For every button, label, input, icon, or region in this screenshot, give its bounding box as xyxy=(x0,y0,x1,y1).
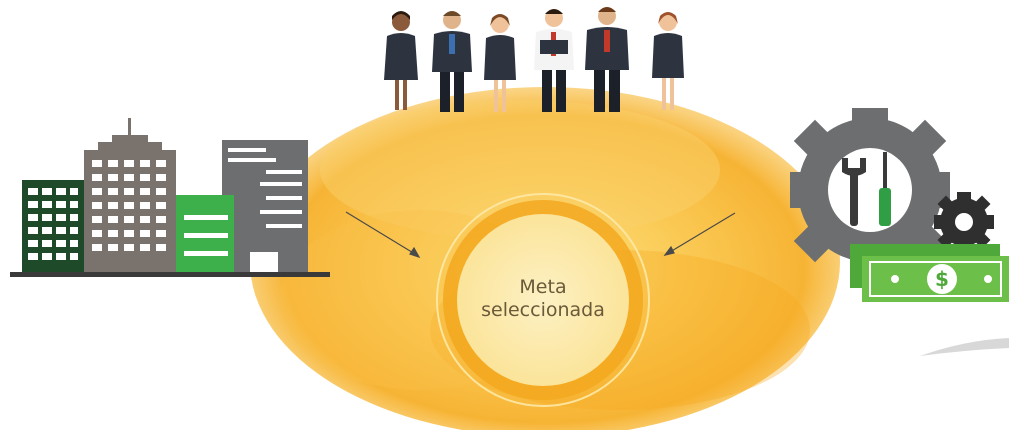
money-icon: $ xyxy=(850,244,1009,302)
center-label: Meta seleccionada xyxy=(440,276,646,322)
person-3 xyxy=(484,14,516,112)
wrench-icon xyxy=(842,158,866,226)
arrow-right xyxy=(663,212,736,256)
person-1 xyxy=(384,11,418,110)
center-label-line-2: seleccionada xyxy=(481,299,605,321)
arrow-left xyxy=(345,211,421,259)
person-2 xyxy=(432,11,472,112)
center-target xyxy=(436,193,650,407)
dollar-sign-icon: $ xyxy=(935,267,949,291)
business-people-icon xyxy=(384,7,684,112)
person-6 xyxy=(652,12,684,110)
buildings-icon xyxy=(10,118,330,277)
center-label-line-1: Meta xyxy=(519,276,567,298)
person-4 xyxy=(534,9,574,112)
gear-tools-money-icon: $ xyxy=(790,108,1009,302)
shadow-swoosh xyxy=(920,338,1009,356)
person-5 xyxy=(585,7,629,112)
screwdriver-icon xyxy=(879,152,891,226)
